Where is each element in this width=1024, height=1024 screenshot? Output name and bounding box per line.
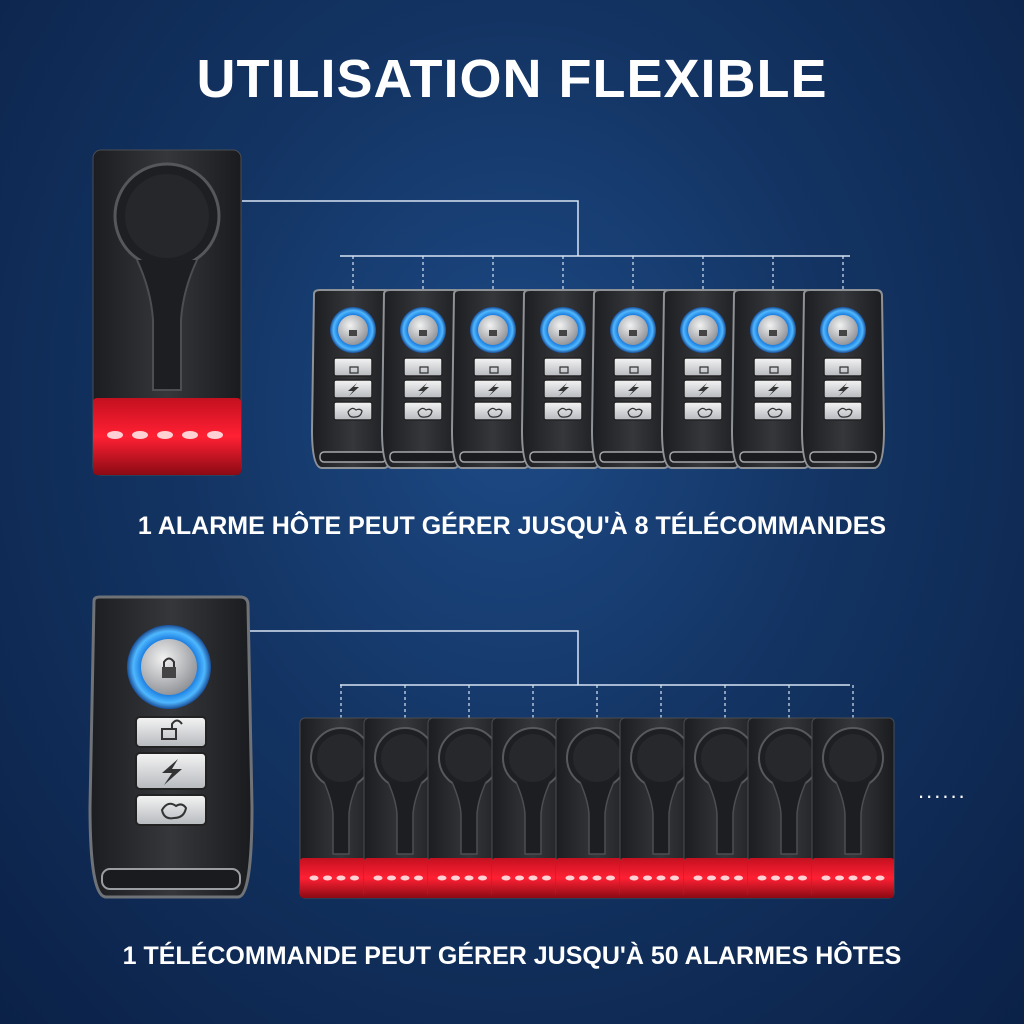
- alarm-unit: [555, 717, 639, 899]
- remote-unit: [310, 289, 396, 469]
- lightning-icon: [698, 383, 709, 396]
- mute-icon: [557, 407, 573, 418]
- remote-unit: [730, 289, 816, 469]
- lightning-icon: [488, 383, 499, 396]
- unlock-icon: [349, 366, 359, 374]
- connector-lines-1: [242, 200, 850, 257]
- lock-icon: [349, 330, 357, 336]
- lock-icon: [419, 330, 427, 336]
- unlock-icon: [161, 719, 183, 740]
- remote-unit: [520, 289, 606, 469]
- lock-icon: [839, 330, 847, 336]
- alarm-unit: [491, 717, 575, 899]
- lightning-icon: [348, 383, 359, 396]
- mute-icon: [767, 407, 783, 418]
- unlock-icon: [489, 366, 499, 374]
- caption-section-1: 1 ALARME HÔTE PEUT GÉRER JUSQU'À 8 TÉLÉC…: [137, 512, 887, 540]
- unlock-icon: [769, 366, 779, 374]
- lightning-icon: [628, 383, 639, 396]
- alarm-unit: [683, 717, 767, 899]
- remote-row-1: [310, 289, 886, 469]
- host-remote-unit: [88, 595, 254, 899]
- remote-unit: [800, 289, 886, 469]
- unlock-icon: [629, 366, 639, 374]
- host-alarm-unit: [92, 149, 242, 476]
- more-indicator: ......: [918, 778, 967, 803]
- lightning-icon: [838, 383, 849, 396]
- lightning-icon: [418, 383, 429, 396]
- mute-icon: [347, 407, 363, 418]
- lightning-icon: [768, 383, 779, 396]
- page-title: UTILISATION FLEXIBLE: [196, 49, 828, 109]
- mute-icon: [627, 407, 643, 418]
- alarm-unit: [747, 717, 831, 899]
- alarm-row-2: [299, 717, 895, 899]
- mute-icon: [697, 407, 713, 418]
- lock-icon: [559, 330, 567, 336]
- mute-icon: [417, 407, 433, 418]
- lock-icon: [162, 657, 176, 678]
- mute-icon: [837, 407, 853, 418]
- unlock-icon: [559, 366, 569, 374]
- remote-unit: [660, 289, 746, 469]
- lock-icon: [629, 330, 637, 336]
- lightning-icon: [558, 383, 569, 396]
- lock-icon: [769, 330, 777, 336]
- remote-unit: [380, 289, 466, 469]
- unlock-icon: [699, 366, 709, 374]
- connector-lines-2: [250, 630, 850, 686]
- lock-icon: [699, 330, 707, 336]
- unlock-icon: [839, 366, 849, 374]
- caption-section-2: 1 TÉLÉCOMMANDE PEUT GÉRER JUSQU'À 50 ALA…: [122, 942, 902, 970]
- mute-icon: [487, 407, 503, 418]
- alarm-unit: [427, 717, 511, 899]
- lightning-icon: [162, 759, 182, 785]
- unlock-icon: [419, 366, 429, 374]
- alarm-unit: [299, 717, 383, 899]
- mute-icon: [160, 802, 188, 820]
- alarm-unit: [811, 717, 895, 899]
- lock-icon: [489, 330, 497, 336]
